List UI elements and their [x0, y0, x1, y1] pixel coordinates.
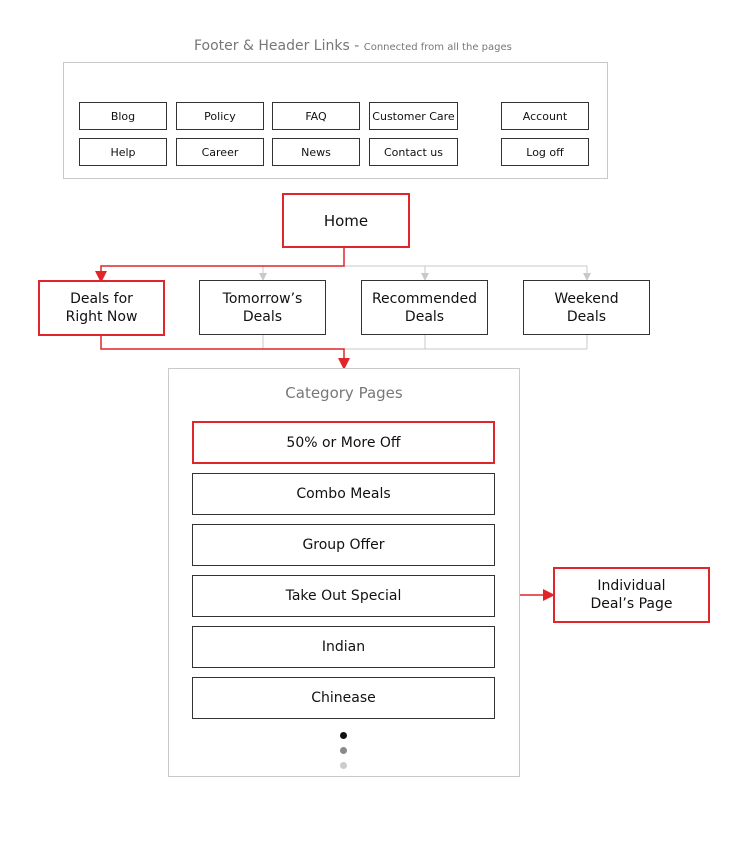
pager-dot-1[interactable]: [340, 732, 347, 739]
link-account[interactable]: Account: [501, 102, 589, 130]
category-title: Category Pages: [285, 384, 403, 402]
deals-tomorrow-node[interactable]: Tomorrow’s Deals: [199, 280, 326, 335]
link-policy[interactable]: Policy: [176, 102, 264, 130]
category-item-combo-meals[interactable]: Combo Meals: [192, 473, 495, 515]
gray-top-connectors: [259, 265, 591, 281]
category-item-50-off[interactable]: 50% or More Off: [192, 421, 495, 464]
category-item-indian[interactable]: Indian: [192, 626, 495, 668]
deals-recommended-node[interactable]: Recommended Deals: [361, 280, 488, 335]
category-item-group-offer[interactable]: Group Offer: [192, 524, 495, 566]
red-path-deals-to-category: [100, 336, 350, 370]
link-contact-us[interactable]: Contact us: [369, 138, 458, 166]
red-path-home-to-deals: [95, 248, 345, 283]
link-log-off[interactable]: Log off: [501, 138, 589, 166]
link-blog[interactable]: Blog: [79, 102, 167, 130]
deals-weekend-node[interactable]: Weekend Deals: [523, 280, 650, 335]
deals-right-now-node[interactable]: Deals for Right Now: [38, 280, 165, 336]
pager-dot-2[interactable]: [340, 747, 347, 754]
individual-deal-node[interactable]: Individual Deal’s Page: [553, 567, 710, 623]
link-news[interactable]: News: [272, 138, 360, 166]
title-separator: -: [354, 38, 360, 54]
gray-bottom-connectors: [262, 335, 588, 350]
category-item-chinease[interactable]: Chinease: [192, 677, 495, 719]
category-item-take-out-special[interactable]: Take Out Special: [192, 575, 495, 617]
diagram-title: Footer & Header Links - Connected from a…: [194, 38, 512, 54]
title-main: Footer & Header Links: [194, 38, 350, 54]
link-help[interactable]: Help: [79, 138, 167, 166]
link-career[interactable]: Career: [176, 138, 264, 166]
link-faq[interactable]: FAQ: [272, 102, 360, 130]
home-node[interactable]: Home: [282, 193, 410, 248]
link-customer-care[interactable]: Customer Care: [369, 102, 458, 130]
pager-dot-3[interactable]: [340, 762, 347, 769]
title-subtitle: Connected from all the pages: [363, 42, 512, 53]
